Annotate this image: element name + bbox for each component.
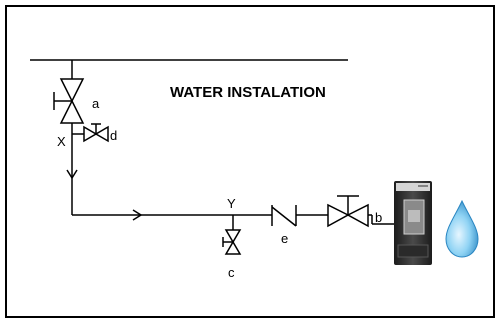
flow-arrow-down-icon [66, 169, 78, 180]
label-d: d [110, 128, 117, 143]
label-e: e [281, 231, 288, 246]
flow-arrow-right-icon [132, 209, 143, 221]
diagram-frame [5, 5, 495, 318]
label-b: b [375, 210, 382, 225]
label-c: c [228, 265, 235, 280]
label-a: a [92, 96, 100, 111]
water-drop-icon [445, 199, 479, 258]
water-cooler-icon [394, 181, 432, 265]
valve-d-icon [83, 123, 109, 143]
label-x: X [57, 134, 66, 149]
valve-a-icon [53, 78, 85, 124]
check-valve-e-icon [271, 205, 297, 227]
valve-c-icon [222, 229, 242, 255]
label-y: Y [227, 196, 236, 211]
valve-b-icon [327, 195, 369, 228]
diagram-title: WATER INSTALATION [170, 84, 326, 101]
